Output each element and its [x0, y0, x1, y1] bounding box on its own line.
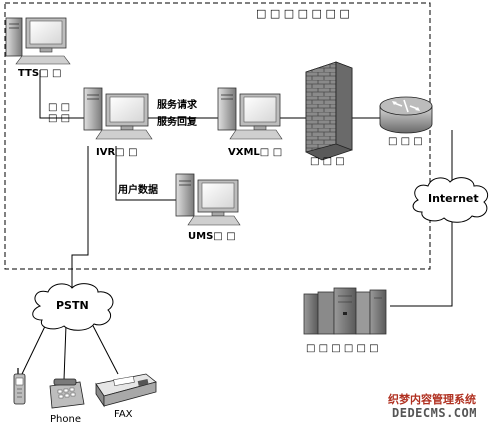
mobile-phone-icon — [13, 368, 26, 405]
service-request-label: 服务请求 — [157, 100, 197, 111]
ums-server-icon — [175, 173, 241, 226]
pstn-to-phone-line — [63, 324, 67, 381]
desk-phone-icon — [49, 378, 85, 409]
pstn-cloud-icon — [32, 283, 114, 331]
router-icon — [379, 96, 433, 134]
ivr-to-ums-line — [115, 146, 180, 201]
zone-title: □ □ □ □ □ □ □ — [256, 7, 350, 20]
tts-label: TTS□ □ — [18, 68, 62, 79]
tts-to-ivr-line — [39, 70, 87, 119]
service-response-label: 服务回复 — [157, 117, 197, 128]
router-label: □ □ □ — [388, 136, 423, 147]
internet-cloud-icon — [412, 177, 489, 223]
phone-label: Phone — [50, 414, 81, 425]
user-data-label: 用户数据 — [118, 185, 158, 196]
firewall-icon — [305, 61, 353, 161]
tts-link-label: □ □ □ □ — [48, 102, 71, 124]
ivr-server-icon — [83, 87, 153, 140]
ivr-label: IVR□ □ — [96, 147, 138, 158]
watermark-logo-text: 织梦内容管理系统 — [388, 393, 476, 406]
pstn-to-mobile-line — [21, 319, 49, 375]
vxml-label: VXML□ □ — [228, 147, 283, 158]
vxml-server-icon — [217, 87, 283, 140]
watermark-logo-url: DEDECMS.COM — [392, 406, 477, 420]
server-cluster-label: □ □ □ □ □ □ — [306, 343, 379, 354]
fax-machine-icon — [95, 373, 157, 408]
fax-label: FAX — [114, 409, 133, 420]
internet-label: Internet — [428, 192, 479, 205]
firewall-label: □ □ □ — [310, 156, 345, 167]
pstn-label: PSTN — [56, 299, 89, 312]
internet-to-servers-line — [390, 218, 453, 307]
pstn-to-fax-line — [89, 319, 119, 375]
service-zone-boundary — [4, 2, 431, 270]
ivr-to-pstn-line — [71, 146, 89, 290]
tts-server-icon — [5, 17, 71, 65]
ums-label: UMS□ □ — [188, 231, 236, 242]
connections — [21, 70, 453, 381]
server-cluster-icon — [303, 287, 387, 335]
